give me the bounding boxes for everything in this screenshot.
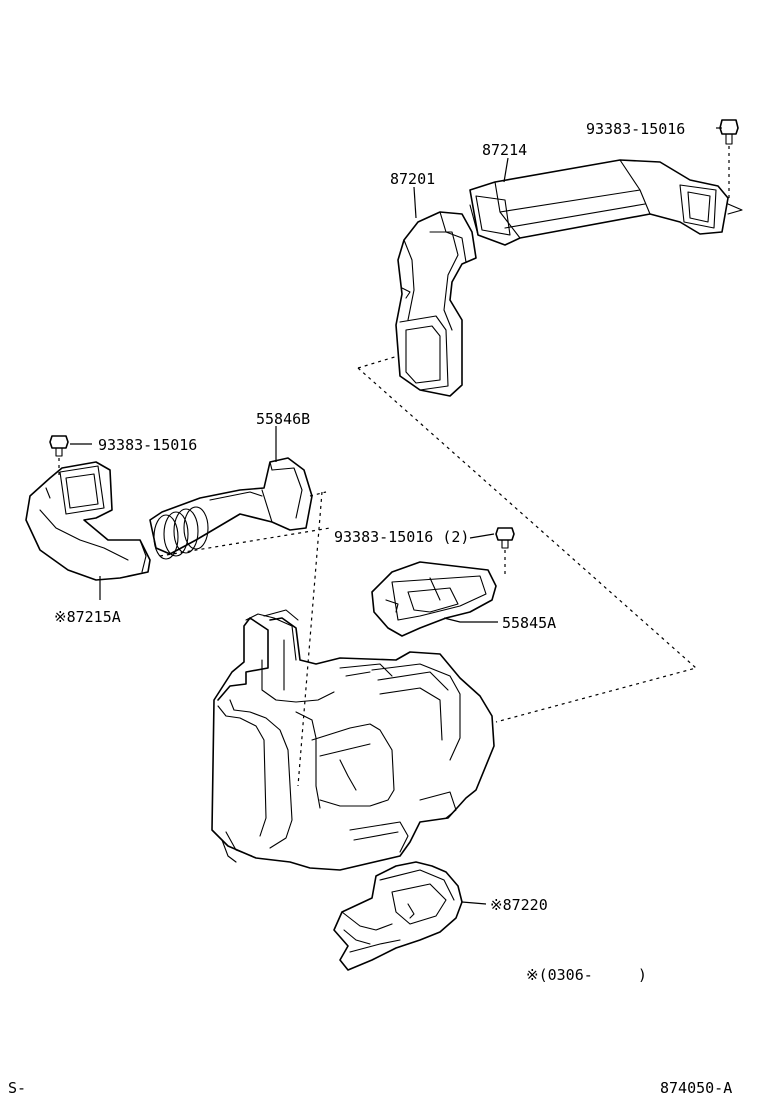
label-55845a: 55845A (502, 614, 556, 632)
label-bolt-left: 93383-15016 (98, 436, 197, 454)
label-87215a: ※87215A (54, 608, 121, 626)
assembly-guide-lines (159, 355, 698, 787)
duct-55845a[interactable] (371, 561, 497, 637)
label-bolt-center: 93383-15016 (2) (334, 528, 469, 546)
duct-87201[interactable] (395, 211, 477, 397)
duct-87220[interactable] (333, 861, 463, 971)
duct-87215a[interactable] (25, 461, 151, 581)
footer-left-code: S- (8, 1079, 26, 1097)
leader-lines (70, 127, 722, 905)
label-55846b: 55846B (256, 410, 310, 428)
bolt-icon (719, 119, 739, 200)
footer-diagram-number: 874050-A (660, 1079, 732, 1097)
label-87201: 87201 (390, 170, 435, 188)
label-note: ※(0306- ) (526, 966, 647, 984)
heater-unit[interactable] (211, 609, 495, 871)
bolt-icon (49, 435, 69, 478)
label-87220: ※87220 (490, 896, 548, 914)
label-87214: 87214 (482, 141, 527, 159)
label-bolt-top-right: 93383-15016 (586, 120, 685, 138)
bolt-icon (495, 527, 515, 574)
duct-87214[interactable] (469, 159, 743, 246)
duct-55846b[interactable] (149, 457, 313, 560)
